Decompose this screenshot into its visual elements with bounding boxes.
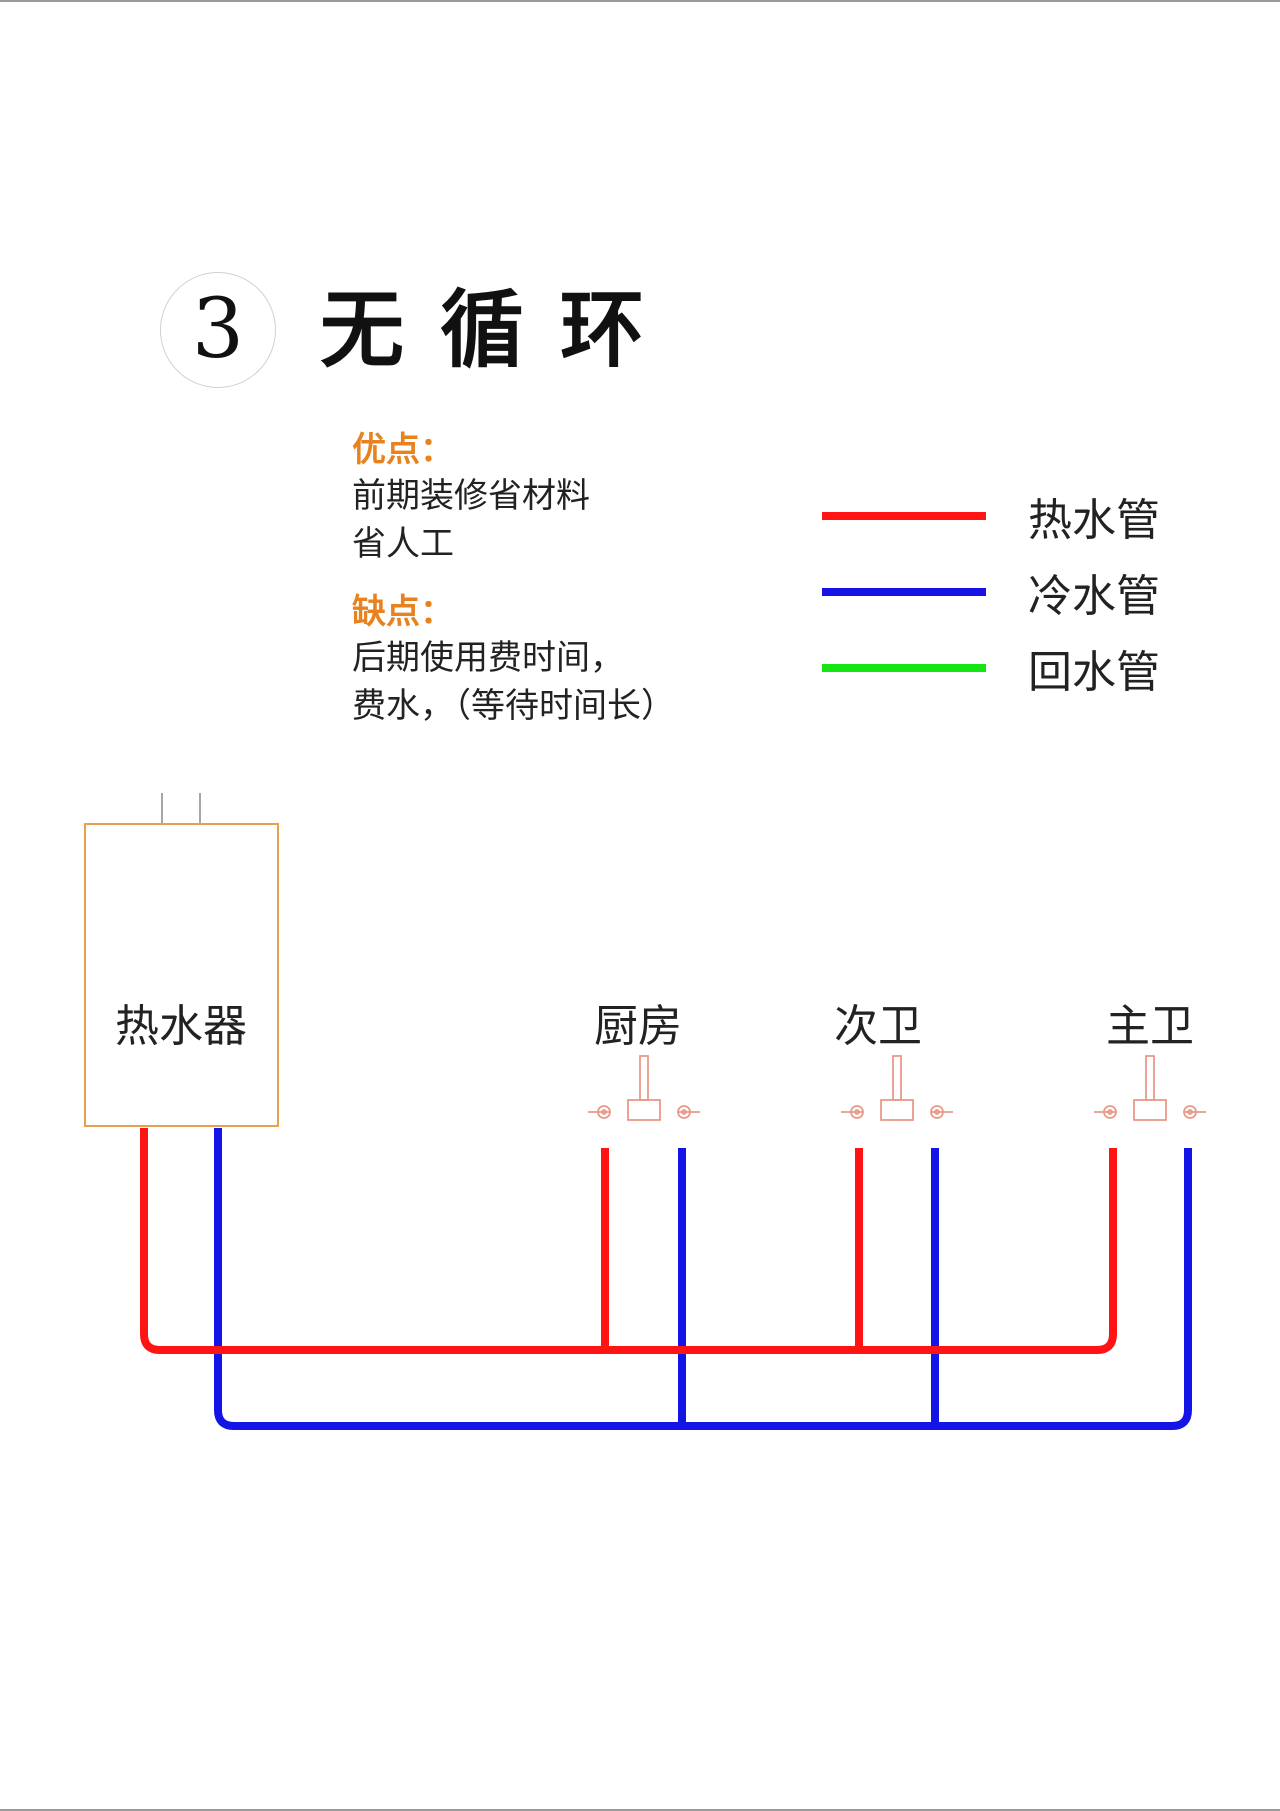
cold-water-pipe (214, 1128, 1192, 1430)
room-label-master-bath: 主卫 (1106, 1001, 1194, 1052)
legend-label: 冷水管 (1028, 571, 1160, 622)
legend-item-hot: 热水管 (822, 478, 1160, 554)
legend-item-cold: 冷水管 (822, 554, 1160, 630)
faucet-icon (588, 1055, 700, 1121)
faucets (588, 1055, 1206, 1121)
pros-line: 省人工 (352, 524, 454, 564)
pros-line: 前期装修省材料 (352, 476, 590, 516)
title-number-badge: 3 (160, 272, 276, 388)
water-heater (84, 823, 279, 1127)
faucet-icon (841, 1055, 953, 1121)
bottom-border (0, 1809, 1280, 1811)
faucet-icon (1094, 1055, 1206, 1121)
water-heater-label: 热水器 (115, 1001, 247, 1052)
room-label-kitchen: 厨房 (594, 1001, 682, 1052)
cold-main-line (214, 1128, 1192, 1430)
legend-swatch (822, 588, 986, 596)
legend-item-return: 回水管 (822, 630, 1160, 706)
room-label-second-bath: 次卫 (834, 1001, 922, 1052)
legend-swatch (822, 664, 986, 672)
legend: 热水管 冷水管 回水管 (822, 478, 1160, 706)
pros-heading: 优点： (352, 430, 454, 470)
hot-main-line (140, 1128, 1117, 1354)
title-text: 无循环 (320, 281, 681, 379)
notes: 优点： 前期装修省材料 省人工 缺点： 后期使用费时间， 费水，（等待时间长） (352, 428, 675, 730)
legend-label: 热水管 (1028, 495, 1160, 546)
top-border (0, 0, 1280, 2)
cons-line: 后期使用费时间， (352, 638, 624, 678)
cons-heading: 缺点： (352, 592, 454, 632)
legend-label: 回水管 (1028, 647, 1160, 698)
legend-swatch (822, 512, 986, 520)
title: 3 无循环 (160, 272, 680, 388)
hot-water-pipe (140, 1128, 1117, 1354)
cons-line: 费水，（等待时间长） (352, 686, 675, 726)
